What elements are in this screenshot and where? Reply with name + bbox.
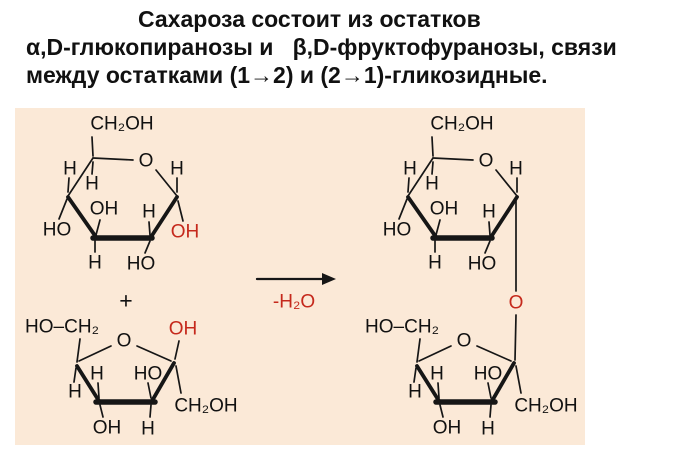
glucose-right-ring-oxygen: O [478, 150, 494, 172]
fructose-left-h-bottom: H [141, 418, 155, 440]
glucose-right-ho-c4: HO [382, 219, 412, 241]
glucose-left-h-c4-top: H [63, 158, 77, 180]
glucose-left-anomeric-oh-red: OH [170, 221, 200, 243]
glucose-left-bonds [58, 136, 184, 254]
glucose-left-ring-oxygen: O [138, 150, 154, 172]
glycosidic-bond [514, 200, 517, 361]
glucose-right-ho-c2-bottom: HO [467, 253, 497, 275]
glucose-left-h-c5-inner: H [85, 173, 99, 195]
fructose-right-ch2oh-label: CH₂OH [514, 395, 578, 417]
glycosidic-oxygen-red: O [508, 292, 524, 314]
fructose-left-anomeric-oh-red: OH [168, 318, 198, 340]
fructose-right-ho-c3-inner: HO [473, 363, 503, 385]
glucose-right-h-c5-inner: H [425, 173, 439, 195]
arrow-condition-label: -H₂O [272, 291, 316, 313]
fructose-left-ho-c3-inner: HO [133, 363, 163, 385]
fructose-left-bonds [73, 338, 182, 418]
plus-sign: + [119, 287, 133, 314]
glucose-right-h-c3-bottom: H [428, 252, 442, 274]
glucose-left-h-c2-inner: H [142, 201, 156, 223]
fructose-left-hoch2-label: HO–CH₂ [25, 316, 99, 338]
glucose-left-h-c1-top: H [170, 158, 184, 180]
fructose-right-h-c4-inner: H [430, 363, 444, 385]
glucose-right-oh-c3-inner: OH [429, 198, 459, 220]
title-line-3: между остатками (1→2) и (2→1)-гликозидны… [26, 62, 548, 88]
glucose-right-bonds [398, 136, 519, 254]
title-block: Сахароза состоит из остатков α,D-глюкопи… [0, 5, 700, 89]
glucose-right-ch2oh-label: CH₂OH [430, 113, 494, 135]
glucose-left-ho-c4: HO [42, 219, 72, 241]
fructose-left-ch2oh-label: CH₂OH [174, 395, 238, 417]
fructose-right-hoch2-label: HO–CH₂ [365, 316, 439, 338]
fructose-left-oh-bottom: OH [92, 417, 122, 439]
title-line-1: Сахароза состоит из остатков [138, 6, 481, 32]
glucose-left-ho-c2-bottom: HO [126, 253, 156, 275]
fructose-left-h-c4-inner: H [90, 363, 104, 385]
fructose-right-h-c5-left: H [408, 381, 422, 403]
glucose-right-h-c4-top: H [403, 158, 417, 180]
fructose-right-ring-oxygen: O [456, 330, 472, 352]
fructose-left-h-c5-left: H [68, 381, 82, 403]
fructose-right-oh-bottom: OH [432, 417, 462, 439]
glucose-right-h-c2-inner: H [482, 201, 496, 223]
title-line-2: α,D-глюкопиранозы и β,D-фруктофуранозы, … [26, 34, 617, 60]
glucose-left-ch2oh-label: CH₂OH [90, 113, 154, 135]
fructose-right-h-bottom: H [481, 418, 495, 440]
fructose-left-ring-oxygen: O [116, 330, 132, 352]
glucose-right-h-c1-top: H [509, 158, 523, 180]
reaction-arrow [255, 273, 336, 285]
glucose-left-oh-c3-inner: OH [89, 198, 119, 220]
fructose-right-bonds [413, 338, 522, 418]
glucose-left-h-c3-bottom: H [88, 252, 102, 274]
